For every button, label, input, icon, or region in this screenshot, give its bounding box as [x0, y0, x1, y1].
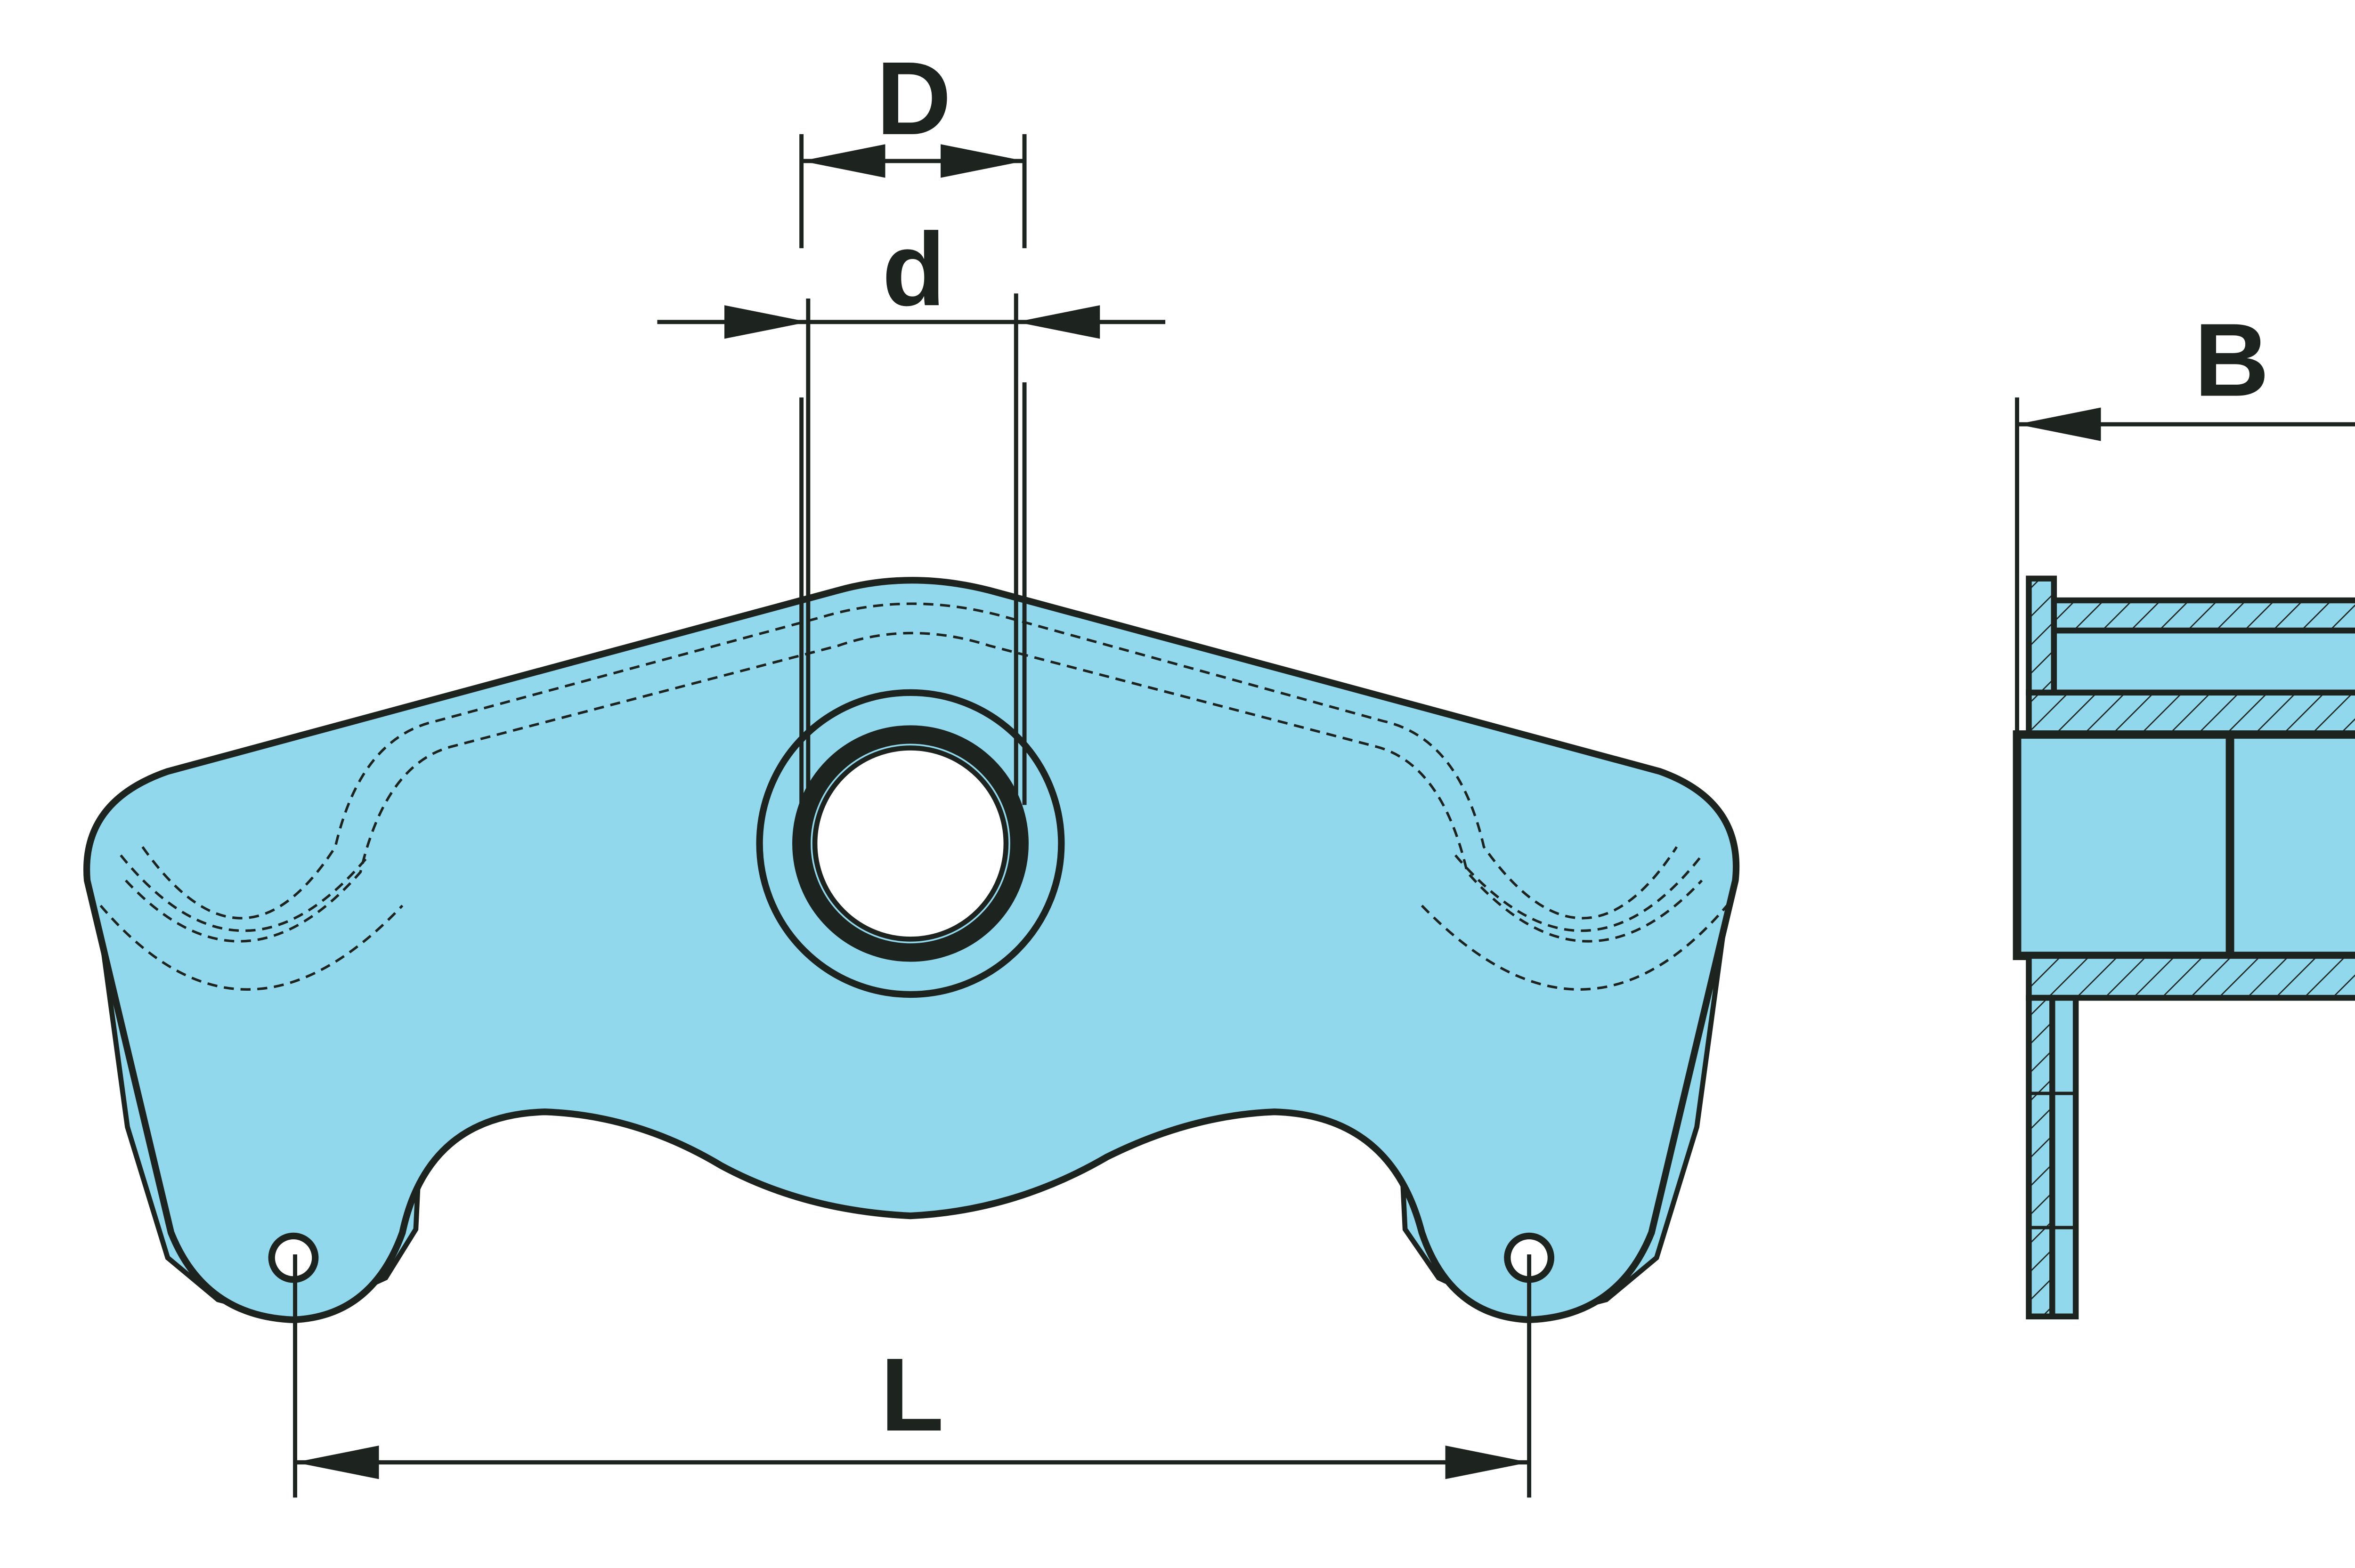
pin-hole: [812, 745, 1009, 942]
label-L: L: [880, 1336, 944, 1453]
label-d: d: [882, 211, 946, 327]
label-B: B: [2194, 301, 2269, 418]
side-view: [2013, 575, 2355, 1320]
front-view: [83, 577, 1740, 1324]
label-D: D: [876, 40, 951, 156]
dimension-lines: [293, 134, 2355, 1498]
hidden-lines: [99, 602, 1728, 991]
